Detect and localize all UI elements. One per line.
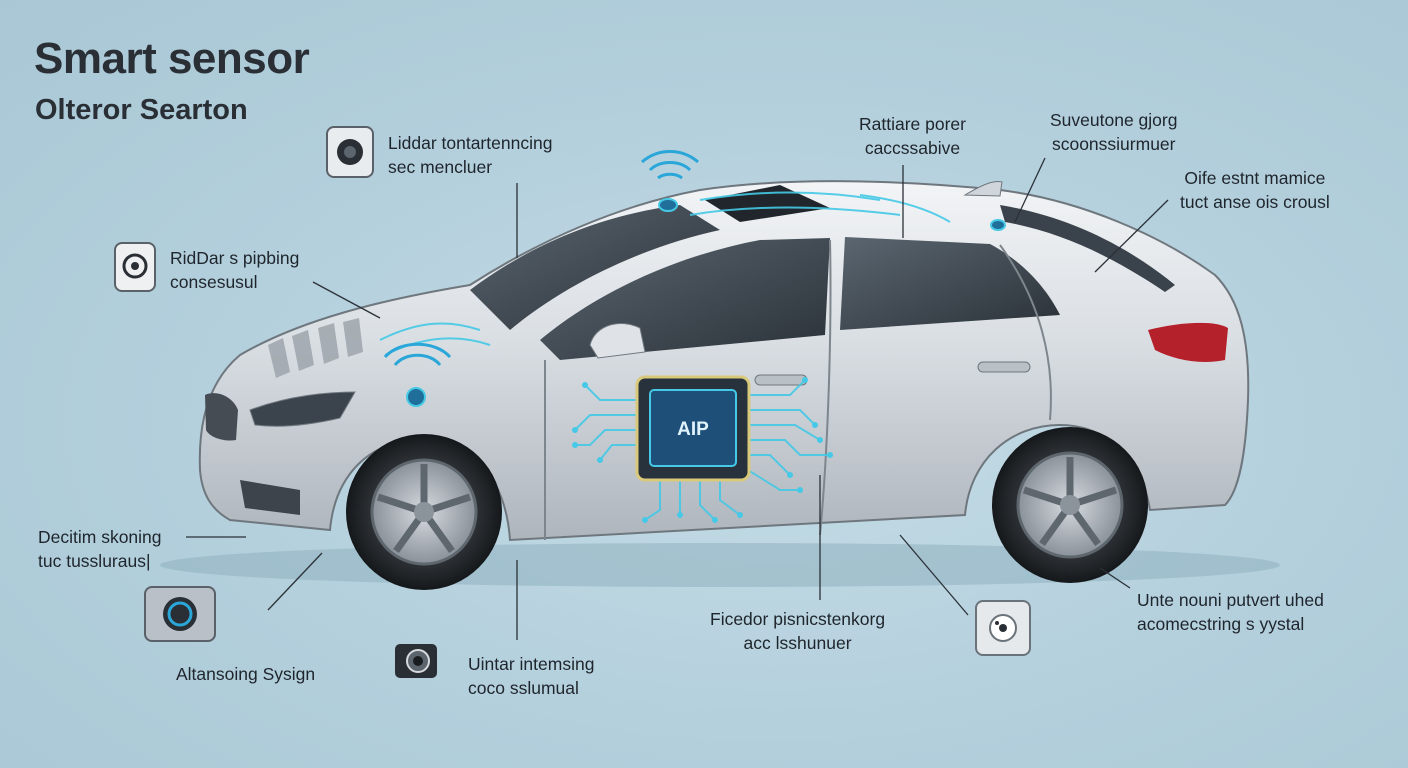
fog-light-bay [240, 480, 300, 515]
circuit-traces [379, 191, 951, 521]
rear-side-window [840, 237, 1060, 330]
rear-wheel [992, 427, 1148, 583]
door-line-mid [819, 239, 832, 536]
page-title: Smart sensor [34, 34, 310, 83]
ultrasonic-sensor-icon [975, 600, 1031, 656]
ai-chip [635, 375, 751, 482]
windshield [470, 205, 720, 330]
page-subtitle: Olteror Searton [35, 94, 248, 126]
door-handle-front [754, 374, 808, 386]
tail-light [1148, 322, 1228, 362]
headlight [249, 391, 356, 427]
rear-window [1000, 205, 1175, 292]
lidar-camera-icon [326, 126, 374, 178]
front-wheel [346, 434, 502, 590]
roof-sensor-waves-icon [641, 150, 699, 180]
hood-stripes [268, 318, 363, 378]
roof-sensor [658, 198, 678, 212]
side-mirror [589, 323, 646, 359]
label-altansoing: Altansoing Sysign [176, 664, 316, 684]
door-handle-rear [977, 361, 1031, 373]
hood-sensor [406, 387, 426, 407]
camera-icon [393, 636, 441, 684]
shark-fin-antenna [963, 180, 1003, 197]
ring-sensor-icon [144, 586, 216, 642]
ridar-sensor-icon [114, 242, 156, 292]
door-line-rear [999, 244, 1052, 421]
circuit-nodes [572, 377, 833, 523]
rear-roof-sensor [990, 219, 1006, 231]
chip-label: AIP [677, 419, 709, 440]
front-grille [205, 393, 238, 441]
leader-lines [186, 157, 1169, 640]
hood-sensor-waves-icon [383, 342, 452, 367]
